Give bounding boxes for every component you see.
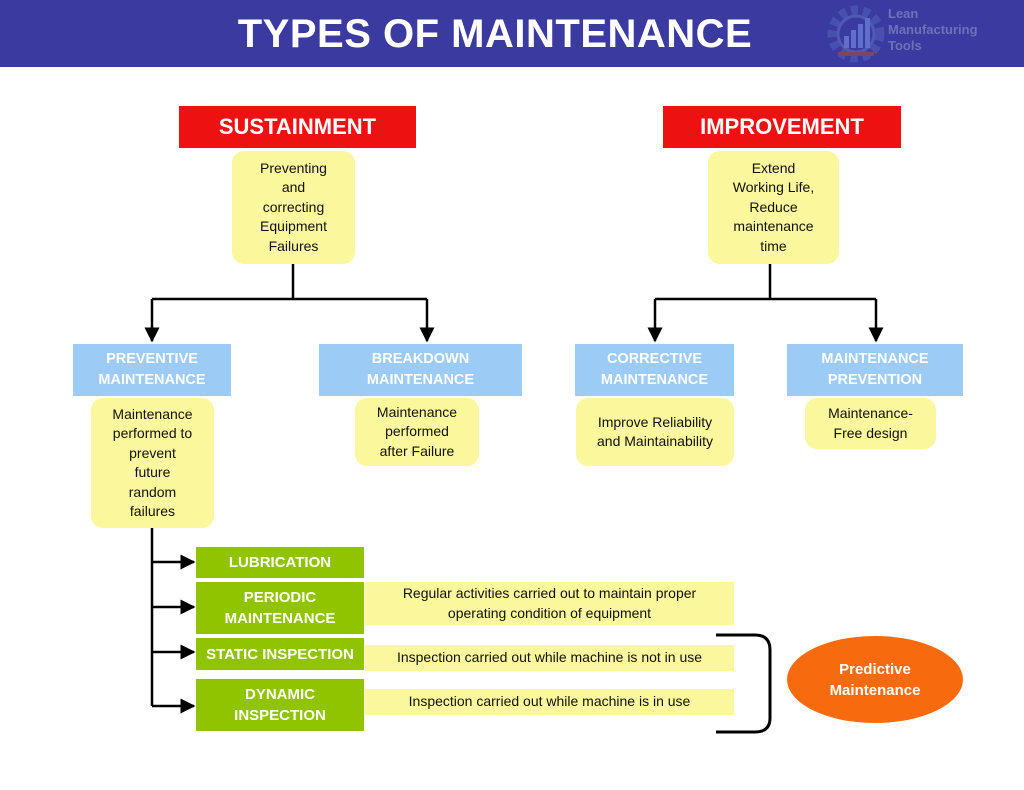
static-note: Inspection carried out while machine is … — [396, 649, 703, 666]
periodic-note: Regular activities carried out to mainta… — [402, 585, 697, 621]
dynamic-note-box: Inspection carried out while machine is … — [365, 689, 734, 715]
static-inspection-box: STATIC INSPECTION — [196, 638, 364, 670]
lubrication-box: LUBRICATION — [196, 547, 364, 578]
logo-text-1: Lean — [888, 6, 919, 21]
title-banner: TYPES OF MAINTENANCE Lean Manufacturing … — [0, 0, 1024, 67]
improvement-description-box: Extend Working Life, Reduce maintenance … — [708, 151, 839, 264]
corrective-maintenance-box: CORRECTIVE MAINTENANCE — [575, 344, 734, 396]
improvement-label: IMPROVEMENT — [700, 114, 864, 139]
improvement-header: IMPROVEMENT — [663, 106, 901, 148]
prevention-description-box: Maintenance- Free design — [805, 398, 936, 449]
dynamic-note: Inspection carried out while machine is … — [408, 693, 691, 710]
sustainment-label: SUSTAINMENT — [218, 114, 377, 139]
preventive-label: PREVENTIVE MAINTENANCE — [98, 351, 206, 388]
periodic-note-box: Regular activities carried out to mainta… — [365, 582, 734, 625]
preventive-description: Maintenance performed to prevent future … — [112, 405, 193, 520]
maintenance-prevention-box: MAINTENANCE PREVENTION — [787, 344, 963, 396]
logo-text-3: Tools — [888, 38, 922, 53]
prevention-label: MAINTENANCE PREVENTION — [821, 351, 929, 388]
breakdown-label: BREAKDOWN MAINTENANCE — [366, 351, 475, 388]
periodic-label: PERIODIC MAINTENANCE — [224, 589, 336, 627]
predictive-maintenance-oval: Predictive Maintenance — [787, 636, 963, 723]
logo-text-2: Manufacturing — [888, 22, 978, 37]
periodic-maintenance-box: PERIODIC MAINTENANCE — [196, 582, 364, 634]
preventive-maintenance-box: PREVENTIVE MAINTENANCE — [73, 344, 231, 396]
breakdown-description: Maintenance performed after Failure — [376, 403, 458, 459]
prevention-description: Maintenance- Free design — [828, 405, 913, 441]
breakdown-maintenance-box: BREAKDOWN MAINTENANCE — [319, 344, 522, 396]
sustainment-description: Preventing and correcting Equipment Fail… — [260, 159, 327, 254]
preventive-description-box: Maintenance performed to prevent future … — [91, 398, 214, 528]
corrective-label: CORRECTIVE MAINTENANCE — [600, 351, 709, 388]
page-title: TYPES OF MAINTENANCE — [237, 12, 753, 56]
improvement-description: Extend Working Life, Reduce maintenance … — [732, 159, 815, 254]
corrective-description: Improve Reliability and Maintainability — [597, 413, 713, 450]
predictive-label: Predictive Maintenance — [829, 660, 921, 699]
breakdown-description-box: Maintenance performed after Failure — [355, 398, 479, 466]
dynamic-inspection-box: DYNAMIC INSPECTION — [196, 679, 364, 731]
dynamic-label: DYNAMIC INSPECTION — [234, 686, 326, 724]
gear-chart-logo-icon — [827, 5, 885, 63]
static-note-box: Inspection carried out while machine is … — [365, 645, 734, 671]
lubrication-label: LUBRICATION — [228, 554, 332, 571]
sustainment-header: SUSTAINMENT — [179, 106, 416, 148]
static-label: STATIC INSPECTION — [206, 645, 354, 663]
corrective-description-box: Improve Reliability and Maintainability — [576, 398, 734, 466]
sustainment-description-box: Preventing and correcting Equipment Fail… — [232, 151, 355, 264]
